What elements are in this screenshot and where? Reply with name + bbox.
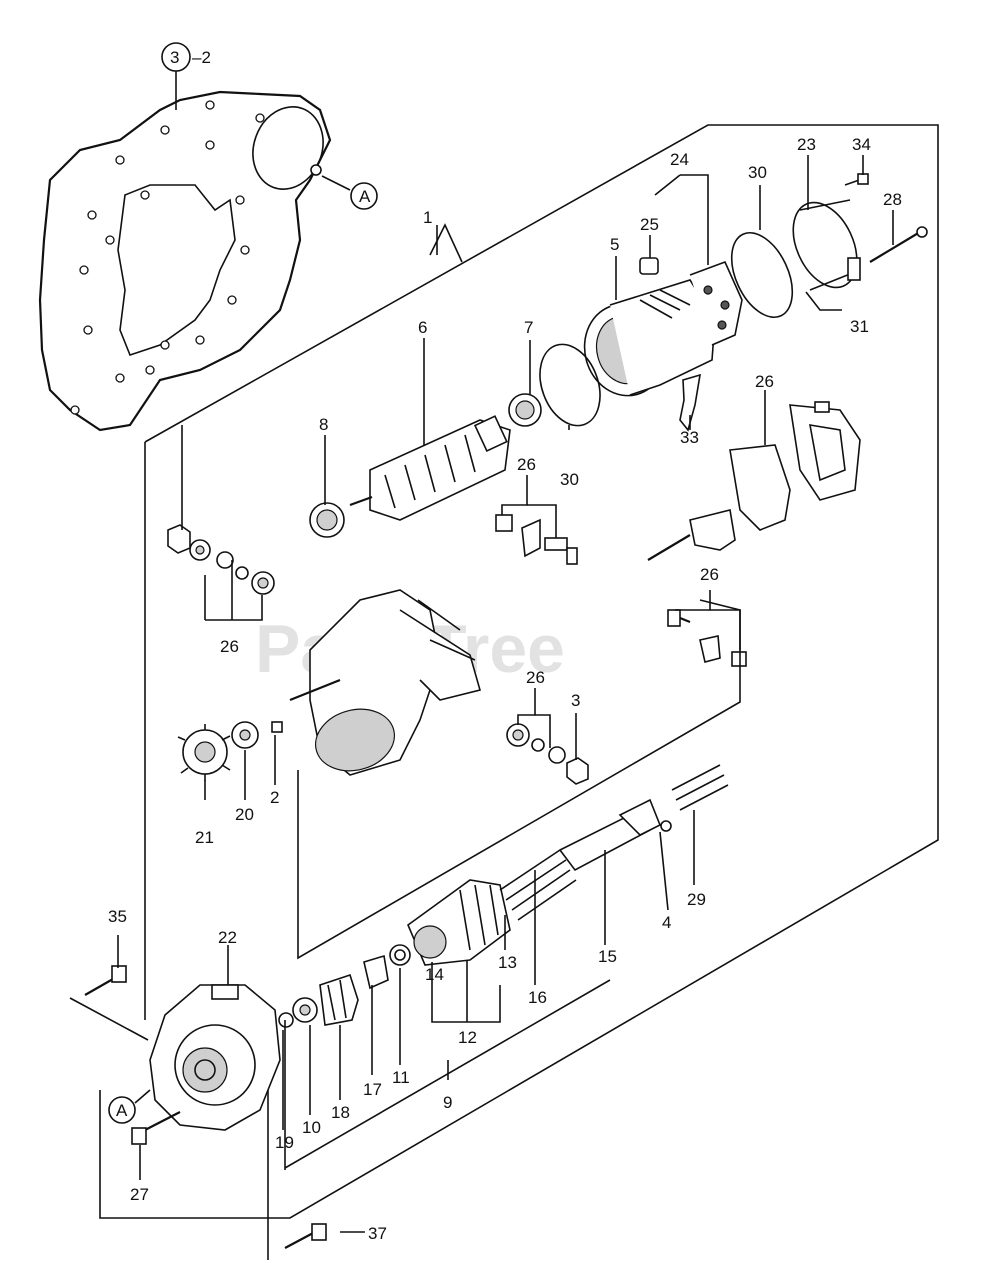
front-housing bbox=[149, 984, 281, 1131]
callout-30-lower: 30 bbox=[560, 470, 579, 489]
yoke bbox=[289, 589, 481, 776]
callout-3-2-suffix: –2 bbox=[192, 48, 211, 67]
callout-14: 14 bbox=[425, 965, 444, 984]
ref-a-circle bbox=[350, 182, 378, 210]
callout-25: 25 bbox=[640, 215, 659, 234]
callout-26-fasteners: 26 bbox=[700, 565, 719, 584]
callout-30-upper: 30 bbox=[748, 163, 767, 182]
magnetic-switch bbox=[647, 401, 861, 561]
callout-3-2: 3 bbox=[170, 48, 179, 67]
callout-10: 10 bbox=[302, 1118, 321, 1137]
callout-18: 18 bbox=[331, 1103, 350, 1122]
terminal-hardware-left bbox=[167, 524, 275, 595]
callout-20: 20 bbox=[235, 805, 254, 824]
callout-1: 1 bbox=[423, 208, 432, 227]
leader-lines bbox=[69, 155, 894, 1260]
callout-13: 13 bbox=[498, 953, 517, 972]
switch-fasteners bbox=[667, 609, 747, 667]
callout-6: 6 bbox=[418, 318, 427, 337]
callout-26-switch: 26 bbox=[755, 372, 774, 391]
callout-3: 3 bbox=[571, 691, 580, 710]
callout-22: 22 bbox=[218, 928, 237, 947]
callout-26-right: 26 bbox=[526, 668, 545, 687]
callout-26-left: 26 bbox=[220, 637, 239, 656]
callout-29: 29 bbox=[687, 890, 706, 909]
callout-5: 5 bbox=[610, 235, 619, 254]
ref-a-label: A bbox=[116, 1101, 128, 1120]
callout-9: 9 bbox=[443, 1093, 452, 1112]
callout-31: 31 bbox=[850, 317, 869, 336]
armature bbox=[309, 393, 542, 538]
callout-19: 19 bbox=[275, 1133, 294, 1152]
callout-28: 28 bbox=[883, 190, 902, 209]
callout-labels: 3 –2 A A 1 24 25 5 6 7 8 30 30 23 34 28 … bbox=[108, 48, 902, 1243]
idler-gear bbox=[177, 721, 283, 781]
rear-cover bbox=[583, 257, 743, 432]
callout-21: 21 bbox=[195, 828, 214, 847]
callout-12: 12 bbox=[458, 1028, 477, 1047]
back-plate bbox=[38, 90, 332, 432]
callout-17: 17 bbox=[363, 1080, 382, 1099]
callout-35: 35 bbox=[108, 907, 127, 926]
cover-band bbox=[792, 199, 861, 291]
ref-a-circle bbox=[108, 1096, 136, 1124]
callout-24: 24 bbox=[670, 150, 689, 169]
ref-a-label: A bbox=[359, 187, 371, 206]
callout-8: 8 bbox=[319, 415, 328, 434]
callout-34: 34 bbox=[852, 135, 871, 154]
callout-33: 33 bbox=[680, 428, 699, 447]
brush-holder-group bbox=[495, 514, 578, 565]
callout-26-brush: 26 bbox=[517, 455, 536, 474]
callout-27: 27 bbox=[130, 1185, 149, 1204]
callout-23: 23 bbox=[797, 135, 816, 154]
callout-7: 7 bbox=[524, 318, 533, 337]
drive-section bbox=[278, 764, 729, 1028]
callout-16: 16 bbox=[528, 988, 547, 1007]
callout-11: 11 bbox=[392, 1068, 410, 1087]
callout-4: 4 bbox=[662, 913, 671, 932]
callout-2: 2 bbox=[270, 788, 279, 807]
callout-37: 37 bbox=[368, 1224, 387, 1243]
callout-15: 15 bbox=[598, 947, 617, 966]
